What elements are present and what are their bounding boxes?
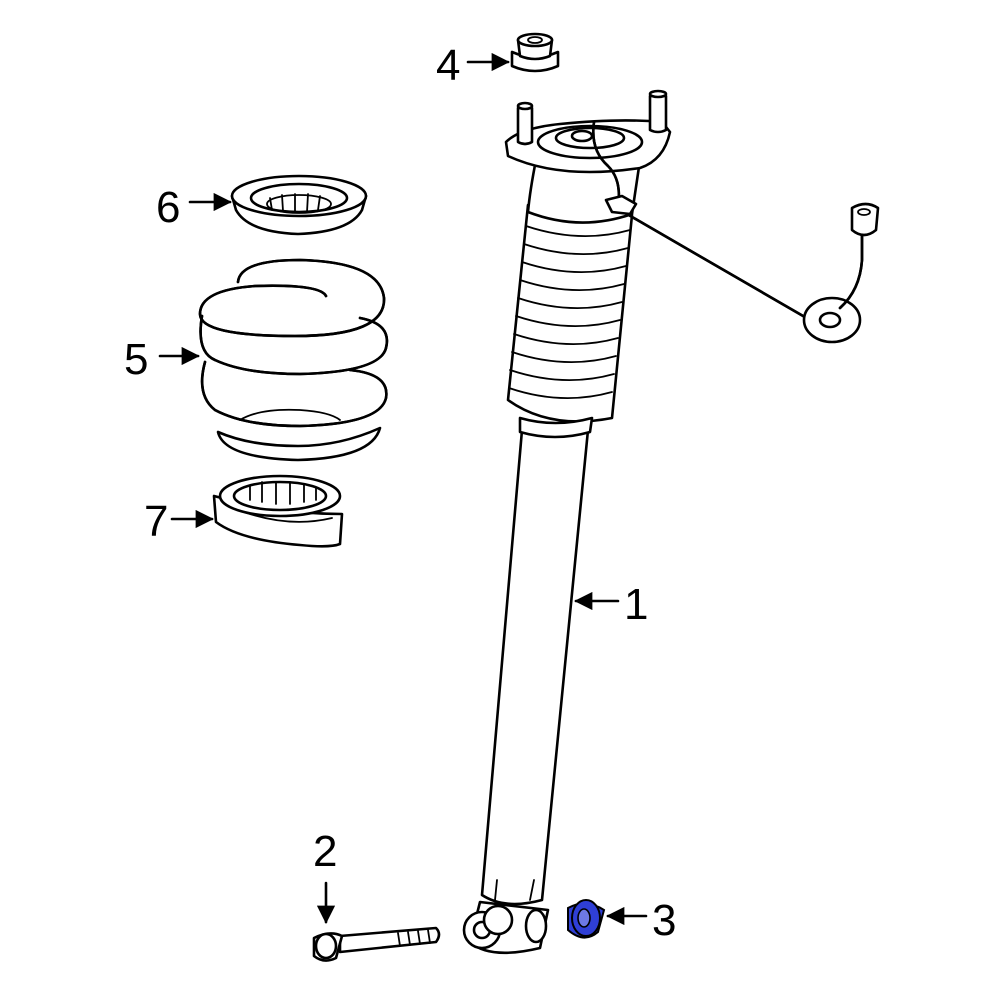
shock-absorber bbox=[462, 89, 880, 955]
callout-5: 5 bbox=[124, 335, 149, 384]
callout-7: 7 bbox=[144, 497, 169, 546]
callout-1: 1 bbox=[624, 580, 649, 629]
upper-mount-nut bbox=[510, 32, 560, 73]
coil-spring bbox=[198, 258, 389, 462]
mounting-bolt bbox=[312, 926, 441, 962]
upper-spring-seat bbox=[230, 174, 368, 236]
leader-arrows bbox=[158, 52, 648, 926]
callout-2: 2 bbox=[313, 827, 338, 876]
lower-spring-seat bbox=[212, 474, 344, 548]
callout-3: 3 bbox=[652, 896, 677, 945]
callout-6: 6 bbox=[156, 183, 181, 232]
callout-4: 4 bbox=[436, 41, 461, 90]
lower-nut bbox=[567, 899, 606, 939]
